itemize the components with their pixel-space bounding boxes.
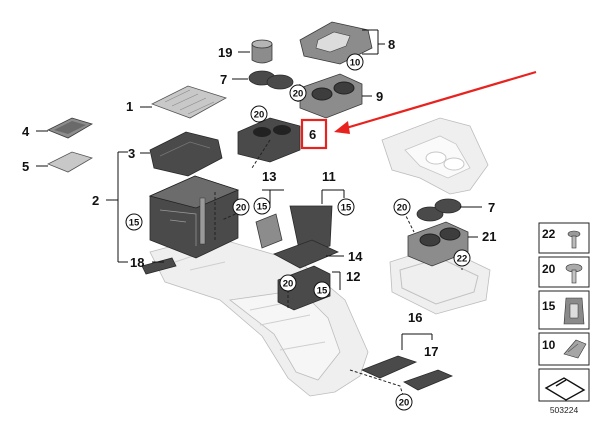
svg-text:15: 15 xyxy=(129,218,140,229)
svg-text:15: 15 xyxy=(542,299,556,313)
part-17-mat xyxy=(403,369,454,391)
svg-text:20: 20 xyxy=(283,279,294,290)
circle-15-a: 15 xyxy=(125,213,143,231)
svg-text:20: 20 xyxy=(399,398,410,409)
callout-17: 17 xyxy=(424,344,438,359)
part-4-tray xyxy=(47,117,93,139)
part-7-cup-mats xyxy=(248,70,294,90)
part-1-mat xyxy=(150,85,228,119)
center-console-outline xyxy=(149,235,369,397)
part-9-cupholder xyxy=(299,73,363,119)
part-16-tray xyxy=(360,355,418,379)
circle-15-b: 15 xyxy=(253,197,271,215)
part-19-cup-insert xyxy=(251,39,273,64)
svg-text:22: 22 xyxy=(542,227,556,241)
callout-7-lower: 7 xyxy=(488,200,495,215)
svg-text:20: 20 xyxy=(542,262,556,276)
circled-numbers: 10 20 20 20 20 20 20 15 xyxy=(125,53,471,411)
callout-11: 11 xyxy=(322,169,336,184)
fastener-legend: 22 20 15 10 xyxy=(538,222,590,415)
callout-8: 8 xyxy=(388,37,395,52)
part-6-housing xyxy=(237,117,301,163)
legend-row-10: 10 xyxy=(538,332,590,366)
svg-text:15: 15 xyxy=(317,286,328,297)
diagram-id: 503224 xyxy=(550,405,579,415)
callout-6: 6 xyxy=(309,127,316,142)
callout-5: 5 xyxy=(22,159,29,174)
legend-row-ground xyxy=(538,368,590,402)
svg-text:20: 20 xyxy=(397,203,408,214)
part-14-mat xyxy=(273,239,339,269)
circle-20-b: 20 xyxy=(250,105,268,123)
circle-20-e: 20 xyxy=(393,198,411,216)
circle-15-c: 15 xyxy=(337,198,355,216)
svg-text:10: 10 xyxy=(350,58,361,69)
svg-text:20: 20 xyxy=(254,110,265,121)
circle-20-c: 20 xyxy=(232,198,250,216)
svg-text:15: 15 xyxy=(341,203,352,214)
svg-text:10: 10 xyxy=(542,338,556,352)
legend-row-20: 20 xyxy=(538,256,590,288)
callout-1: 1 xyxy=(126,99,133,114)
callout-4: 4 xyxy=(22,124,30,139)
callout-numbers: 1 2 3 4 5 6 7 7 8 9 11 12 13 14 16 17 18… xyxy=(22,37,496,359)
highlight-marker xyxy=(300,70,537,150)
callout-3: 3 xyxy=(128,146,135,161)
clip-nut-icon xyxy=(563,297,585,325)
callout-7-top: 7 xyxy=(220,72,227,87)
ground-symbol-icon xyxy=(544,377,586,401)
part-3-cover xyxy=(149,131,223,177)
callout-9: 9 xyxy=(376,89,383,104)
svg-text:20: 20 xyxy=(236,203,247,214)
svg-text:20: 20 xyxy=(293,89,304,100)
legend-row-15: 15 xyxy=(538,290,590,330)
part-5-insert xyxy=(47,151,93,173)
screw-icon xyxy=(567,230,581,249)
screw-washer-icon xyxy=(565,263,583,284)
trim-panel-outline xyxy=(381,117,489,195)
part-11-side-panel xyxy=(289,205,333,255)
spring-clip-icon xyxy=(563,339,587,359)
circle-20-f: 20 xyxy=(395,393,413,411)
leader-lines xyxy=(36,29,482,350)
callout-12: 12 xyxy=(346,269,360,284)
part-13-panel xyxy=(255,213,283,249)
circle-15-d: 15 xyxy=(313,281,331,299)
callout-18: 18 xyxy=(130,255,144,270)
circle-22: 22 xyxy=(453,249,471,267)
circle-20-d: 20 xyxy=(279,274,297,292)
part-2-storage-unit xyxy=(148,175,240,259)
legend-row-22: 22 xyxy=(538,222,590,254)
part-8-upper-bracket xyxy=(299,21,373,65)
part-21-cupholder xyxy=(407,221,469,267)
callout-14: 14 xyxy=(348,249,363,264)
part-7-lower-cup-mats xyxy=(416,198,462,222)
callout-2: 2 xyxy=(92,193,99,208)
svg-text:22: 22 xyxy=(457,254,468,265)
circle-20-a: 20 xyxy=(289,84,307,102)
circle-10: 10 xyxy=(346,53,364,71)
svg-text:15: 15 xyxy=(257,202,268,213)
callout-21: 21 xyxy=(482,229,496,244)
callout-19: 19 xyxy=(218,45,232,60)
part-18-latch xyxy=(141,257,177,275)
callout-16: 16 xyxy=(408,310,422,325)
callout-13: 13 xyxy=(262,169,276,184)
